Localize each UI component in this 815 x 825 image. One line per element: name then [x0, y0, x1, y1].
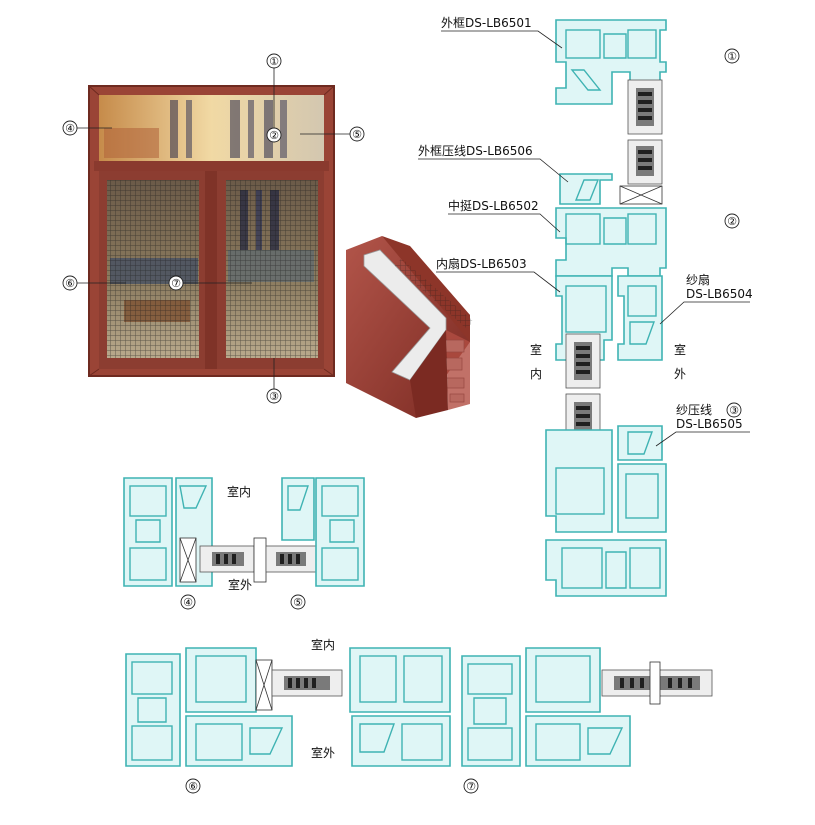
- section-4-5: 室内 室外 ④ ⑤: [123, 477, 365, 610]
- window-photo: [88, 85, 335, 377]
- section45-outdoor: 室外: [228, 577, 252, 592]
- section-marker-4: ④: [183, 596, 193, 609]
- lower-frame-profile: [545, 539, 667, 597]
- section-marker-7: ⑦: [466, 780, 476, 793]
- screen-sash-profile: [617, 275, 663, 361]
- outer-frame-bead-profile: [559, 173, 663, 205]
- section-6-7: 室内 室外 ⑥ ⑦: [125, 637, 713, 794]
- section-marker-5: ⑤: [293, 596, 303, 609]
- outdoor-label-bottom: 外: [674, 367, 686, 381]
- photo-markers: ① ② ③ ④ ⑤ ⑥ ⑦: [62, 53, 365, 404]
- profile-corner-3d: [346, 236, 474, 418]
- photo-marker-3: ③: [269, 390, 279, 403]
- vertical-section-labels: 外框DS-LB6501 外框压线DS-LB6506 中挺DS-LB6502 内扇…: [418, 16, 753, 447]
- label-inner-sash: 内扇DS-LB6503: [436, 256, 527, 271]
- section-marker-3: ③: [729, 404, 739, 417]
- label-screen-sash-1: 纱扇: [686, 272, 710, 287]
- photo-marker-6: ⑥: [65, 277, 75, 290]
- outdoor-label-top: 室: [674, 342, 686, 357]
- photo-marker-7: ⑦: [171, 277, 181, 290]
- label-outer-frame-bead: 外框压线DS-LB6506: [418, 144, 533, 158]
- mullion-profile: [555, 207, 667, 277]
- label-outer-frame: 外框DS-LB6501: [441, 16, 532, 30]
- label-screen-bead-2: DS-LB6505: [676, 417, 743, 431]
- label-screen-bead-1: 纱压线: [676, 403, 712, 417]
- photo-marker-4: ④: [65, 122, 75, 135]
- section67-indoor: 室内: [311, 637, 335, 652]
- section-marker-2: ②: [727, 215, 737, 228]
- indoor-label-top: 室: [530, 342, 542, 357]
- left-screen-mesh: [107, 180, 199, 358]
- vertical-section: [545, 19, 667, 597]
- photo-marker-2: ②: [269, 129, 279, 142]
- section45-indoor: 室内: [227, 484, 251, 499]
- label-mullion: 中挺DS-LB6502: [448, 198, 539, 213]
- window-mullion: [205, 171, 217, 369]
- section-marker-6: ⑥: [188, 780, 198, 793]
- right-screen-mesh: [226, 180, 318, 358]
- section67-outdoor: 室外: [311, 745, 335, 760]
- photo-marker-5: ⑤: [352, 128, 362, 141]
- indoor-label-bottom: 内: [530, 367, 542, 381]
- photo-marker-1: ①: [269, 55, 279, 68]
- section-marker-1: ①: [727, 50, 737, 63]
- label-screen-sash-2: DS-LB6504: [686, 287, 753, 301]
- lower-sash-profile: [545, 429, 667, 533]
